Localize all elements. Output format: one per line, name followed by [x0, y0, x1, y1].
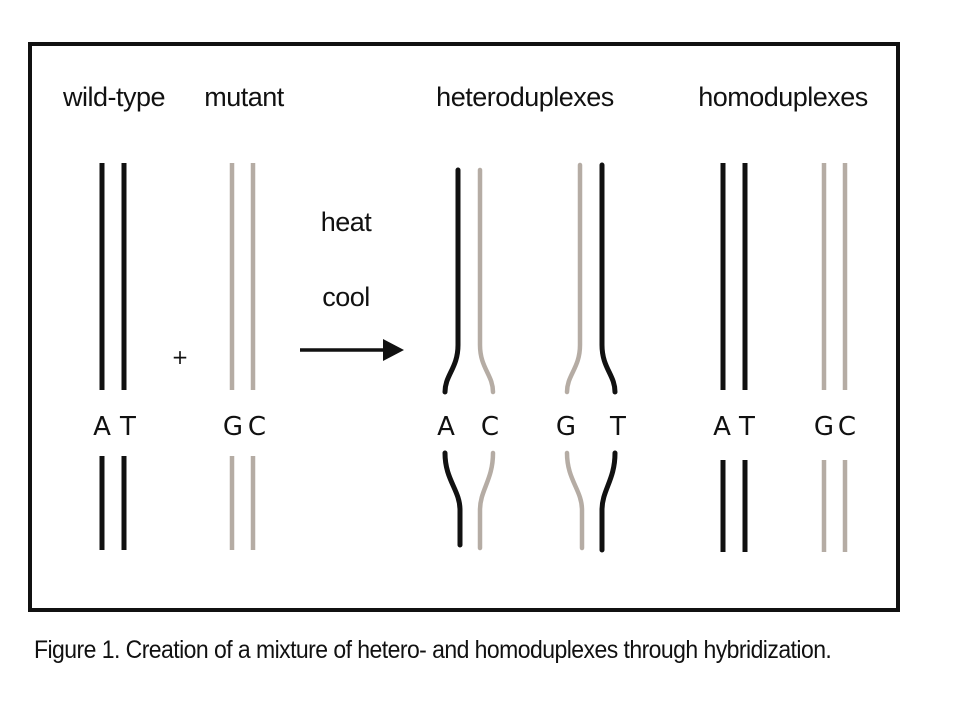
base-label: G: [223, 412, 243, 442]
heading-mutant: mutant: [204, 82, 285, 112]
mutant-strand: [477, 167, 496, 395]
base-label: C: [481, 412, 499, 442]
base-label: C: [248, 412, 266, 442]
heading-wild-type: wild-type: [62, 82, 165, 112]
base-label: A: [93, 412, 111, 442]
figure-caption: Figure 1. Creation of a mixture of heter…: [34, 636, 832, 664]
homoduplex-wild: [720, 163, 748, 552]
heteroduplex-ac: [442, 167, 496, 551]
arrow-icon: [300, 339, 404, 361]
wild-strand: [599, 162, 618, 395]
base-label: A: [713, 412, 731, 442]
heteroduplex-gt: [564, 162, 618, 553]
mutant-duplex: [229, 163, 256, 550]
heading-heteroduplexes: heteroduplexes: [436, 82, 614, 112]
base-label: G: [556, 412, 576, 442]
base-label: T: [119, 412, 136, 442]
step-heat: heat: [321, 207, 373, 237]
base-label: A: [437, 412, 455, 442]
base-label: T: [609, 412, 626, 442]
heading-homoduplexes: homoduplexes: [698, 82, 868, 112]
mutant-strand: [564, 450, 585, 551]
wild-type-duplex: [99, 163, 127, 550]
step-cool: cool: [322, 282, 370, 312]
plus-sign: +: [172, 345, 189, 369]
figure-frame: [28, 42, 900, 612]
base-label: G: [814, 412, 834, 442]
mutant-strand: [477, 450, 496, 551]
wild-strand: [442, 167, 461, 395]
wild-strand: [442, 450, 463, 548]
mutant-strand: [564, 162, 583, 395]
homoduplex-mutant: [821, 163, 848, 552]
base-label: T: [738, 412, 755, 442]
base-label: C: [838, 412, 856, 442]
wild-strand: [599, 450, 618, 553]
